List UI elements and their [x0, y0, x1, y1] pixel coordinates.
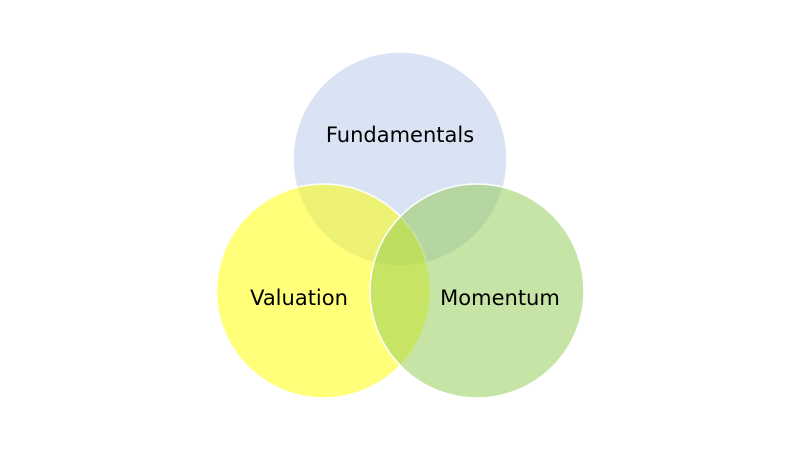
label-valuation: Valuation — [250, 286, 348, 310]
circle-momentum — [369, 183, 585, 399]
label-momentum: Momentum — [440, 286, 560, 310]
label-fundamentals: Fundamentals — [326, 123, 474, 147]
